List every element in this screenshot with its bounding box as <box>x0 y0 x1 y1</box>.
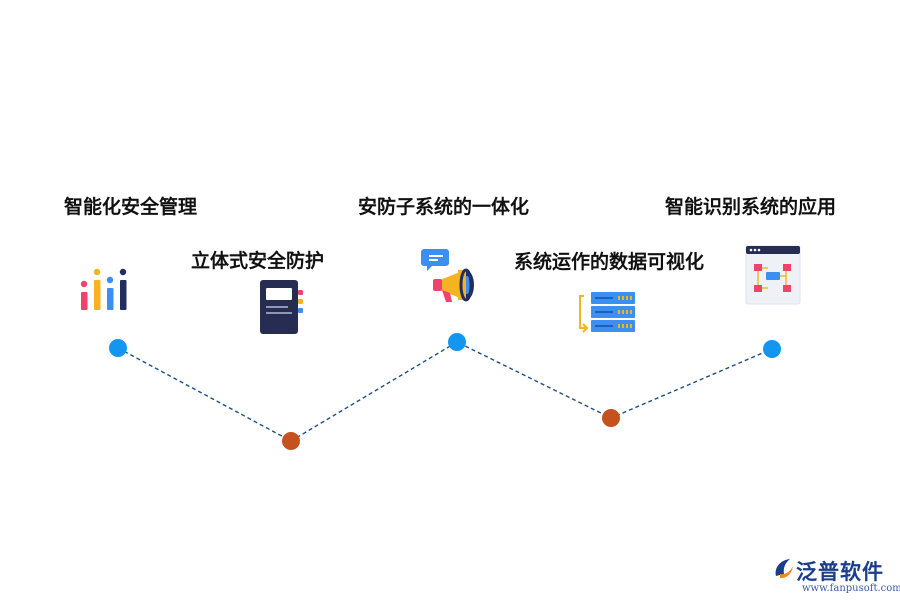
label-subsystem-integration: 安防子系统的一体化 <box>358 196 530 218</box>
connector-line <box>117 341 773 442</box>
node-4 <box>602 409 620 427</box>
node-5 <box>763 340 781 358</box>
label-smart-recognition: 智能识别系统的应用 <box>665 196 837 218</box>
label-smart-security-management: 智能化安全管理 <box>64 196 198 218</box>
bar-chart-icon <box>80 268 127 310</box>
brand-logo-icon <box>775 559 793 579</box>
label-data-visualization: 系统运作的数据可视化 <box>514 251 705 273</box>
flowchart-window-icon <box>745 245 801 305</box>
label-3d-security-protection: 立体式安全防护 <box>191 250 325 272</box>
brand-name: 泛普软件 <box>796 560 884 584</box>
notebook-icon <box>260 280 303 334</box>
node-1 <box>109 339 127 357</box>
node-2 <box>282 432 300 450</box>
brand-url: www.fanpusoft.com <box>802 583 900 594</box>
server-icon <box>579 292 635 333</box>
megaphone-icon <box>421 249 474 302</box>
node-3 <box>448 333 466 351</box>
brand-watermark: 泛普软件 www.fanpusoft.com <box>772 556 900 596</box>
